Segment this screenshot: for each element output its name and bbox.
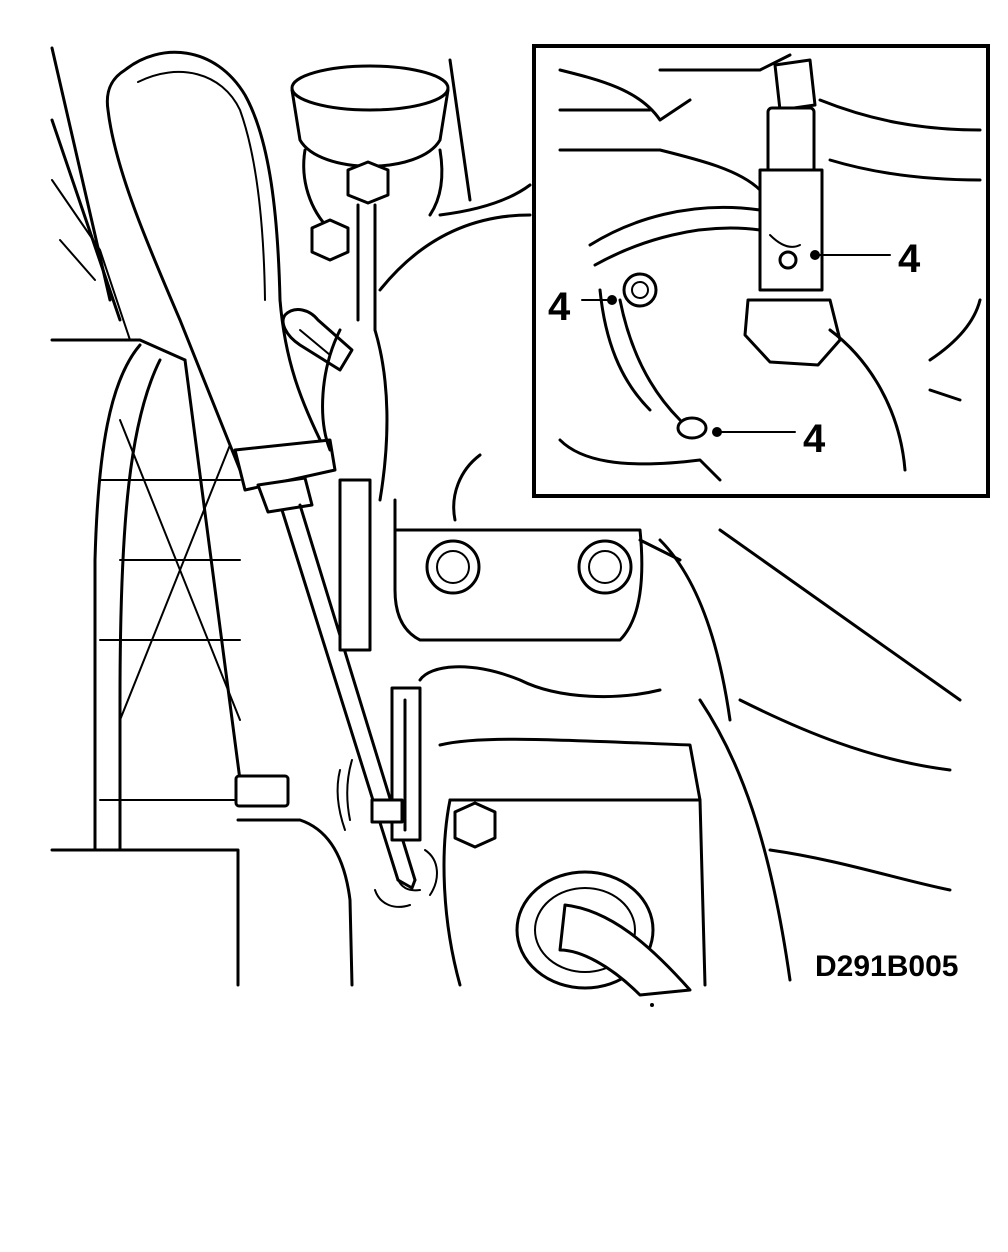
sensor-body <box>758 168 824 292</box>
clip-tab <box>370 798 404 824</box>
figure-code: D291B005 <box>815 950 958 983</box>
screwdriver-ferrule <box>233 438 337 492</box>
retaining-clip <box>336 686 438 908</box>
bracket <box>393 528 682 642</box>
stud-bolt <box>281 308 354 372</box>
callout-label-left: 4 <box>548 285 571 329</box>
sensor-hex-base <box>743 298 842 367</box>
bracket-bolt-left <box>425 539 481 595</box>
screwdriver-handle <box>105 50 327 472</box>
bracket-bolt-right <box>577 539 633 595</box>
callout-label-upper: 4 <box>898 237 921 281</box>
side-nut <box>310 218 350 262</box>
engine-block <box>321 183 532 652</box>
fan-shroud <box>50 46 242 852</box>
upper-mount-nut <box>346 160 390 205</box>
bracket-left-bolt <box>622 272 658 308</box>
exhaust-bracket <box>558 205 762 482</box>
lower-right-housing <box>418 528 962 997</box>
connector-clip <box>234 774 290 808</box>
vertical-rod <box>338 478 372 652</box>
main-scene <box>50 46 962 997</box>
inset-detail: 4 4 4 <box>532 44 990 498</box>
upper-mount <box>290 58 472 332</box>
callout-label-lower: 4 <box>803 417 826 461</box>
hose <box>558 903 692 997</box>
callout-leaders <box>581 250 891 437</box>
housing-nut <box>453 801 497 849</box>
lower-housing <box>50 774 354 987</box>
sensor-upper-mount-bolt <box>778 250 798 270</box>
sensor-cable-boot <box>766 106 816 180</box>
oxygen-sensor <box>743 58 907 472</box>
bracket-lower-bolt <box>676 416 708 440</box>
